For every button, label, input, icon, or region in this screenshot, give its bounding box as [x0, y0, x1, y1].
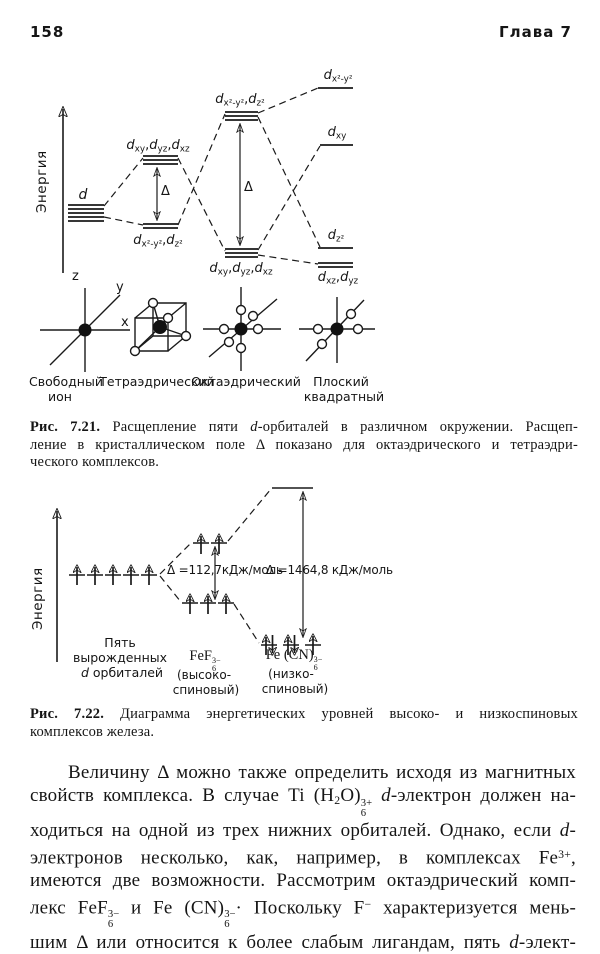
high-spin-note-line2: спиновый)	[172, 683, 240, 697]
x-axis-label: x	[121, 315, 129, 330]
caption-line: ление в кристаллическом поле Δ показано …	[30, 436, 578, 453]
dashed-connector	[177, 113, 226, 226]
octahedral-structure	[203, 287, 281, 371]
body-line: электронов несколько, как, например, в к…	[30, 846, 576, 868]
y-axis-label: y	[116, 280, 124, 295]
dashed-connector	[103, 157, 144, 207]
delta-symbol-octa: Δ	[244, 180, 253, 195]
dashed-connector	[227, 488, 272, 542]
tetra-lower-label: dx²-y²,dz²	[133, 233, 183, 250]
body-line: ходиться на одной из трех нижних орбитал…	[30, 820, 576, 842]
page-number: 158	[30, 23, 65, 41]
dashed-connector	[103, 216, 144, 226]
figure-7-21-caption: Рис. 7.21. Расщепление пяти d-орбиталей …	[30, 419, 578, 472]
octa-lower-label: dxy,dyz,dxz	[209, 261, 273, 278]
delta-value-low-spin: Δ =1464,8 кДж/моль	[266, 563, 393, 577]
figure-7-21-drawing	[40, 87, 375, 372]
low-spin-note-line2: спиновый)	[261, 682, 329, 696]
high-spin-lower-level	[182, 596, 234, 614]
body-line: шим Δ или относится к более слабым лиган…	[30, 931, 576, 953]
low-spin-lower-level	[261, 635, 321, 655]
figure-7-22-drawing	[0, 487, 321, 662]
dashed-connector	[159, 575, 182, 603]
figure-7-22-caption: Рис. 7.22. Диаграмма энергетических уров…	[30, 706, 578, 741]
low-spin-formula: Fe (CN)3−6	[265, 647, 323, 673]
square-planar-structure	[299, 297, 375, 363]
caption-line: Рис. 7.22. Диаграмма энергетических уров…	[30, 706, 578, 722]
z-axis-label: z	[72, 269, 79, 284]
sq-dxzdyz-label: dxz,dyz	[317, 270, 359, 287]
octahedral-lower-level	[225, 248, 258, 258]
tetrahedral-structure	[129, 297, 192, 357]
book-page: { "page_header": { "page_number": "158",…	[0, 23, 600, 953]
octahedral-caption: Октаэдрический	[191, 374, 301, 389]
degenerate-d-orbitals	[69, 567, 157, 585]
chapter-header: Глава 7	[499, 23, 572, 41]
free-ion-caption-line1: Свободный	[29, 374, 103, 389]
high-spin-upper-level	[193, 536, 227, 554]
dashed-connector	[233, 603, 260, 644]
free-ion-caption-line2: ион	[48, 389, 72, 404]
free-ion-level	[68, 204, 104, 222]
dashed-connector	[257, 116, 321, 248]
tetrahedral-upper-level	[143, 155, 178, 165]
dashed-connector	[257, 254, 319, 265]
free-ion-level-label: d	[78, 187, 88, 203]
figure-7-22: Энергия Δ =112,7кДж/моль Δ =1464,8 кДж/м…	[0, 478, 600, 704]
tetrahedral-caption: Тетраэдрический	[99, 374, 215, 389]
body-line: имеются две возможности. Рассмотрим окта…	[30, 870, 576, 892]
square-planar-dxzdyz-level	[318, 262, 353, 268]
tetra-upper-label: dxy,dyz,dxz	[126, 138, 190, 155]
delta-symbol-tetra: Δ	[161, 184, 170, 199]
caption-line: ческого комплексов.	[30, 454, 160, 471]
caption-line: Рис. 7.21. Расщепление пяти d-орбиталей …	[30, 419, 578, 435]
energy-axis-label: Энергия	[34, 150, 50, 213]
body-line: свойств комплекса. В случае Ti (H2O)3+6 …	[30, 785, 577, 819]
octa-upper-label: dx²-y²,dz²	[215, 92, 265, 109]
dashed-connector	[159, 541, 193, 575]
square-planar-caption-line1: Плоский	[313, 374, 369, 389]
dashed-connector	[177, 157, 226, 252]
degenerate-orbitals-label-line2: вырожденных	[72, 650, 168, 665]
caption-line: комплексов железа.	[30, 723, 155, 740]
body-line: Величину Δ можно также определить исходя…	[68, 762, 576, 783]
delta-value-high-spin: Δ =112,7кДж/моль	[167, 563, 283, 577]
energy-axis-label: Энергия	[30, 567, 46, 630]
degenerate-orbitals-label-line1: Пять	[104, 635, 136, 650]
figure-7-21: Энергия d dxy,dyz,dxz dx²-y²,dz² dx²-y²,…	[0, 55, 600, 415]
body-paragraph: Величину Δ можно также определить исходя…	[30, 761, 576, 954]
high-spin-note-line1: (высоко-	[176, 668, 232, 682]
dashed-connector	[257, 145, 321, 251]
low-spin-note-line1: (низко-	[268, 667, 314, 681]
tetrahedral-lower-level	[143, 223, 178, 229]
sq-dz2-label: dz²	[327, 228, 345, 245]
sq-dx2y2-label: dx²-y²	[323, 68, 353, 85]
degenerate-orbitals-label-line3: d орбиталей	[80, 665, 164, 680]
dashed-connector	[257, 87, 319, 114]
octahedral-upper-level	[225, 111, 258, 121]
sq-dxy-label: dxy	[327, 125, 347, 142]
free-ion-structure	[40, 288, 130, 372]
square-planar-caption-line2: квадратный	[303, 389, 385, 404]
